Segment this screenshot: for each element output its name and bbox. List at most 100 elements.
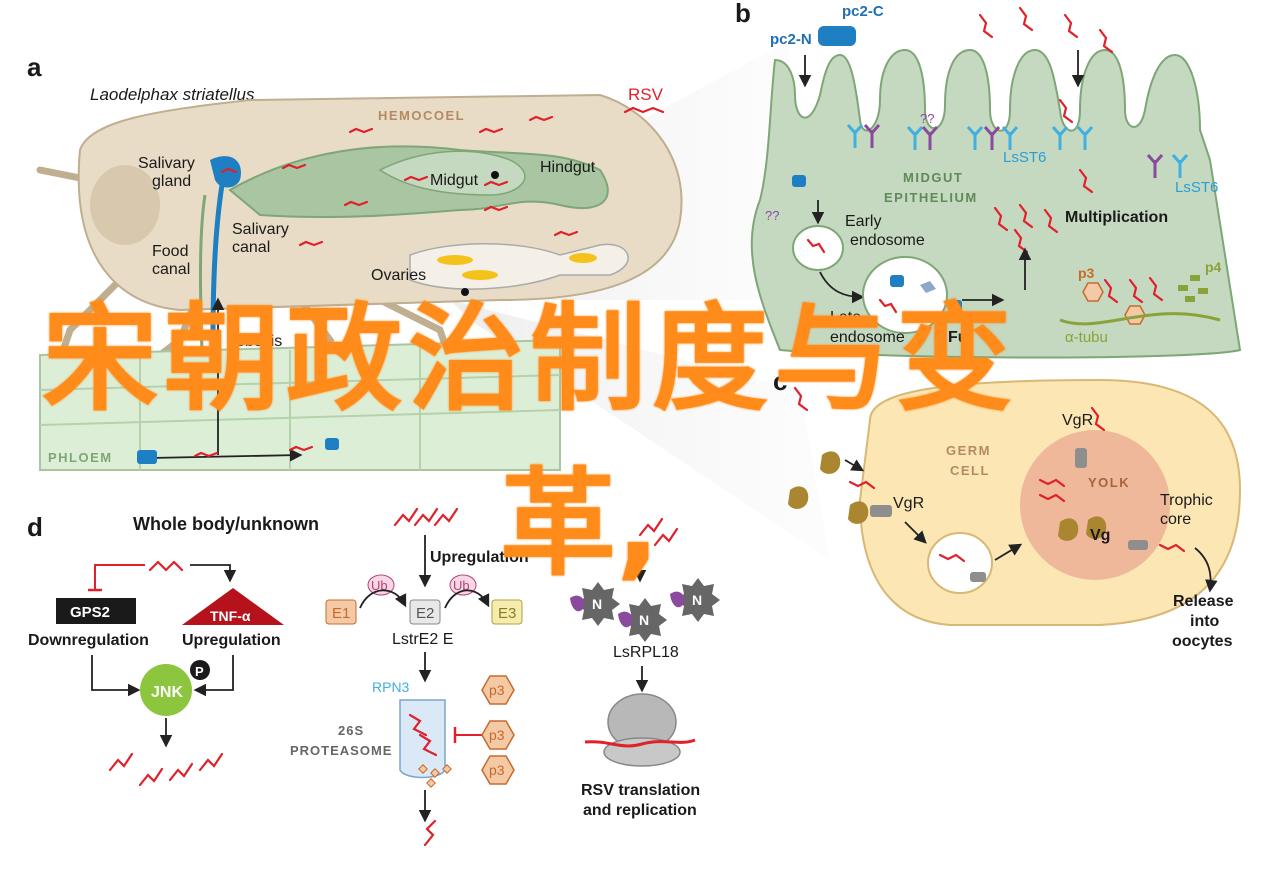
lsrpl18-label: LsRPL18 — [613, 644, 679, 661]
whole-body-title: Whole body/unknown — [133, 514, 319, 534]
pc2c-label: pc2-C — [842, 3, 884, 20]
vg-vesicle — [927, 532, 993, 594]
p3-label-d2: p3 — [489, 727, 505, 743]
rsv-input-right-2 — [653, 527, 679, 547]
rsv-output-center — [423, 819, 437, 847]
rsv-particles-c — [793, 386, 1186, 563]
release-oocytes-arrow — [1194, 547, 1218, 593]
phloem-virion-2 — [325, 438, 339, 450]
panel-a: a Laodelphax striatellus HEMOCOEL RSV Mi… — [27, 40, 830, 560]
upregulation-label-center: Upregulation — [430, 549, 529, 566]
ovary-marker — [461, 288, 469, 296]
e3-label: E3 — [498, 605, 516, 622]
phospho-circle — [190, 660, 210, 680]
proboscis-label-partial: obosis — [236, 333, 282, 350]
food-canal-label-1: Food — [152, 243, 188, 260]
downregulation-label: Downregulation — [28, 632, 149, 649]
upregulation-label-left: Upregulation — [182, 632, 281, 649]
multiplication-label: Multiplication — [1065, 209, 1168, 226]
phloem-flow-arrow — [149, 448, 303, 462]
early-endosome-label-1: Early — [845, 213, 881, 230]
species-name: Laodelphax striatellus — [90, 85, 255, 104]
ub-label-1: Ub — [371, 578, 388, 593]
hemocoel-label: HEMOCOEL — [378, 108, 465, 123]
p3-icon-b — [1082, 282, 1104, 302]
p3-label-d1: p3 — [489, 682, 505, 698]
rsv-input-right-1 — [638, 517, 664, 537]
vgr-label-1: VgR — [893, 495, 924, 512]
phloem-tissue — [39, 338, 561, 471]
receptor-row — [846, 124, 1189, 178]
lsst6-label-2: LsST6 — [1175, 179, 1218, 196]
panel-letter-a: a — [27, 52, 42, 82]
vgr-icon-2 — [1075, 448, 1087, 468]
vg-uptake-arrow — [844, 459, 865, 472]
overlay-title-line-1: 宋朝政治制度与变 — [42, 292, 1018, 427]
unknown-receptor-label-1: ?? — [920, 111, 934, 126]
phloem-virion-1 — [137, 450, 157, 464]
e2-label: E2 — [416, 605, 434, 622]
late-endosome-label-1: Late — [830, 309, 861, 326]
tubule-fiber — [1059, 312, 1221, 326]
salivary-gland-shape — [210, 156, 241, 188]
insect-eye — [90, 165, 160, 245]
food-canal-label-2: canal — [152, 261, 190, 278]
overlay-title-line-2: 革, — [500, 457, 661, 592]
p3-label-d3: p3 — [489, 762, 505, 778]
n-proteins — [570, 578, 720, 642]
e1-box — [325, 599, 357, 625]
jnk-label: JNK — [151, 684, 183, 701]
rsv-particles-a — [220, 115, 579, 247]
vg-particles — [788, 451, 1107, 587]
gps2-label: GPS2 — [70, 604, 110, 621]
pc2-protein-icon — [818, 26, 856, 46]
panel-letter-b: b — [735, 0, 751, 28]
n-label-3: N — [692, 592, 702, 608]
e2-e3-arrow — [444, 589, 490, 609]
rsv-mrna — [584, 738, 696, 748]
activation-arrow-tnf — [190, 564, 237, 583]
e3-box — [491, 599, 523, 625]
phloem-label: PHLOEM — [48, 450, 113, 465]
e2-box — [409, 599, 441, 625]
release-label-1: Release — [1173, 593, 1234, 610]
salivary-gland-label-1: Salivary — [138, 155, 195, 172]
p4-label: p4 — [1205, 259, 1222, 275]
e1-label: E1 — [332, 605, 350, 622]
unknown-receptor-label-2: ?? — [765, 208, 779, 223]
endocytosis-virion — [792, 175, 806, 187]
gps2-jnk-arrow — [91, 655, 141, 697]
salivary-canal-label-2: canal — [232, 239, 270, 256]
phloem-rsv-1 — [193, 451, 219, 458]
rsv-signal-d — [148, 560, 184, 572]
rsv-input-center — [393, 507, 459, 527]
rpn3-label: RPN3 — [372, 679, 410, 695]
vg-endocytosis-arrow — [904, 521, 927, 544]
panel-c: c GERM CELL YOLK VgR VgR Vg Trophic core — [773, 366, 1242, 650]
panel-letter-c: c — [773, 366, 787, 396]
midgut-epithelium-label-1: MIDGUT — [903, 170, 963, 185]
ovary-yolk-3 — [569, 253, 597, 263]
early-endosome-shape — [792, 225, 844, 271]
release-label-3: oocytes — [1172, 633, 1233, 650]
phospho-label: P — [195, 664, 204, 679]
trophic-receptor — [1128, 540, 1148, 550]
yolk-shape — [1020, 430, 1170, 580]
lsst6-label-1: LsST6 — [1003, 149, 1046, 166]
fusion-virion — [948, 300, 962, 312]
late-endosome-virion-2 — [920, 281, 936, 293]
rsv-translation-label-2: and replication — [583, 802, 697, 819]
tnf-jnk-arrow — [193, 655, 234, 697]
midgut-marker — [491, 171, 499, 179]
proteasome-rsv-2 — [418, 733, 438, 757]
germ-cell-label-2: CELL — [950, 463, 990, 478]
late-endosome-shape — [862, 256, 948, 334]
germ-cell-label-1: GERM — [946, 443, 991, 458]
p3-label-b: p3 — [1078, 265, 1095, 281]
p3-icon-b-2 — [1124, 305, 1146, 325]
rsv-legend-label: RSV — [628, 85, 664, 104]
proteasome-label-2: PROTEASOME — [290, 743, 392, 758]
panel-b: b pc2-C pc2-N MIDGUT EPITHELIUM ?? ?? Ls… — [735, 0, 1242, 359]
proteasome-label-1: 26S — [338, 723, 364, 738]
